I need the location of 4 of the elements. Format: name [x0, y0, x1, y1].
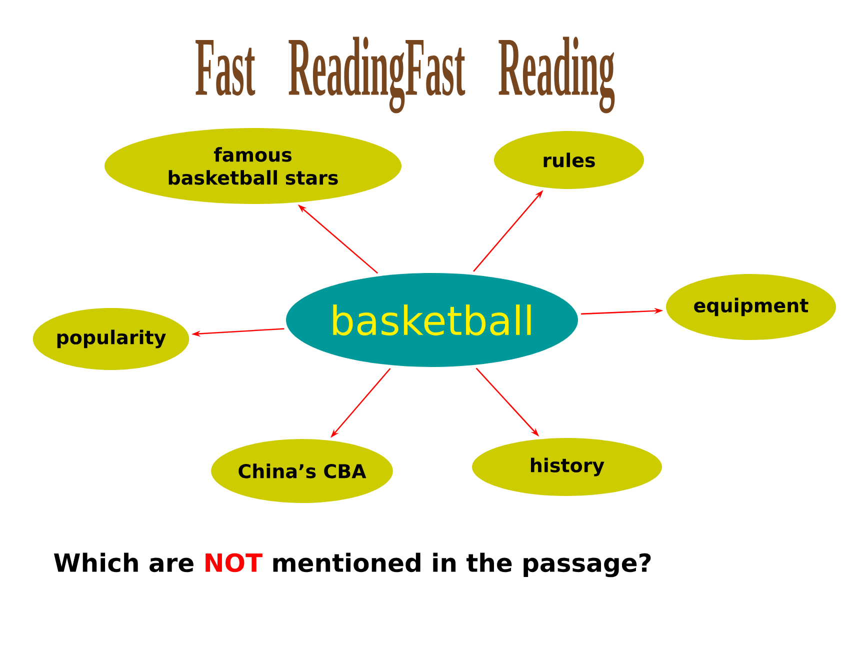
question-text: mentioned in the passage?: [273, 552, 651, 578]
title: Fast ReadingFast Reading: [196, 36, 615, 114]
question-text: Which are: [54, 552, 194, 572]
question-text: NOT: [206, 553, 262, 572]
